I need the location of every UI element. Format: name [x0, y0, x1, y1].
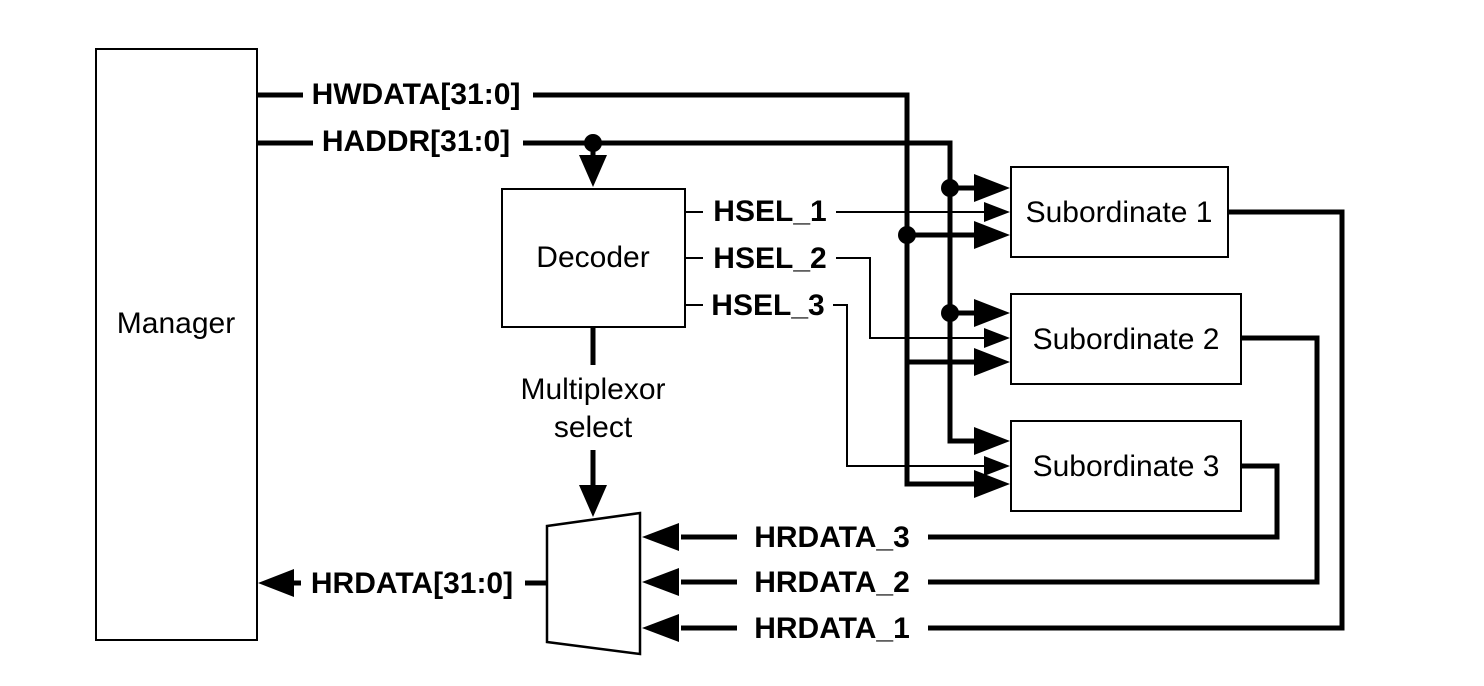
arrowhead-hsel2-sub2 — [984, 328, 1010, 348]
decoder-box — [501, 188, 686, 328]
hwdata-label: HWDATA[31:0] — [311, 78, 521, 111]
arrowhead-haddr-decoder — [579, 155, 607, 187]
subordinate3-box — [1010, 420, 1242, 512]
arrowhead-haddr-sub2 — [974, 299, 1010, 327]
arrowhead-hrdata3-mux — [642, 523, 679, 551]
hrdata3-label: HRDATA_3 — [754, 521, 910, 554]
hsel3-line — [686, 304, 985, 467]
junction-dot-haddr-decoder — [584, 134, 602, 152]
arrowhead-hrdata-manager — [258, 569, 294, 597]
arrowhead-hwdata-sub3 — [974, 470, 1010, 498]
mux-select-label: Multiplexor select — [520, 373, 666, 444]
hrdata2-line — [681, 335, 1320, 585]
arrowhead-select-mux — [579, 485, 607, 517]
subordinate2-box — [1010, 293, 1242, 385]
junction-dot-hwdata-sub1 — [898, 226, 916, 244]
manager-box — [95, 48, 258, 641]
hrdata-bus-label: HRDATA[31:0] — [310, 567, 514, 600]
arrowhead-hwdata-sub1 — [974, 221, 1010, 249]
manager-label: Manager — [116, 307, 236, 340]
hrdata3-line — [681, 463, 1280, 540]
hrdata1-line — [681, 209, 1345, 631]
subordinate1-label: Subordinate 1 — [1025, 196, 1213, 229]
hrdata2-label: HRDATA_2 — [754, 566, 910, 599]
decoder-label: Decoder — [536, 241, 650, 274]
subordinate3-label: Subordinate 3 — [1032, 450, 1220, 483]
junction-dot-haddr-sub2 — [941, 304, 959, 322]
hsel2-label: HSEL_2 — [713, 242, 827, 275]
arrowhead-hsel1-sub1 — [984, 202, 1010, 222]
haddr-line — [258, 140, 976, 444]
hsel3-label: HSEL_3 — [711, 289, 825, 322]
arrowhead-hrdata1-mux — [642, 614, 679, 642]
subordinate1-box — [1010, 166, 1229, 258]
hwdata-line — [258, 92, 976, 487]
arrowhead-haddr-sub1 — [974, 174, 1010, 202]
arrowhead-hrdata2-mux — [642, 568, 679, 596]
mux-shape — [545, 511, 642, 656]
hsel2-line — [686, 257, 985, 339]
hrdata1-label: HRDATA_1 — [754, 612, 910, 645]
arrowhead-haddr-sub3 — [974, 427, 1010, 455]
junction-dot-haddr-sub1 — [941, 179, 959, 197]
arrowhead-hwdata-sub2 — [974, 348, 1010, 376]
subordinate2-label: Subordinate 2 — [1032, 323, 1220, 356]
hsel1-label: HSEL_1 — [713, 195, 827, 228]
arrowhead-hsel3-sub3 — [984, 456, 1010, 476]
haddr-label: HADDR[31:0] — [321, 125, 511, 158]
